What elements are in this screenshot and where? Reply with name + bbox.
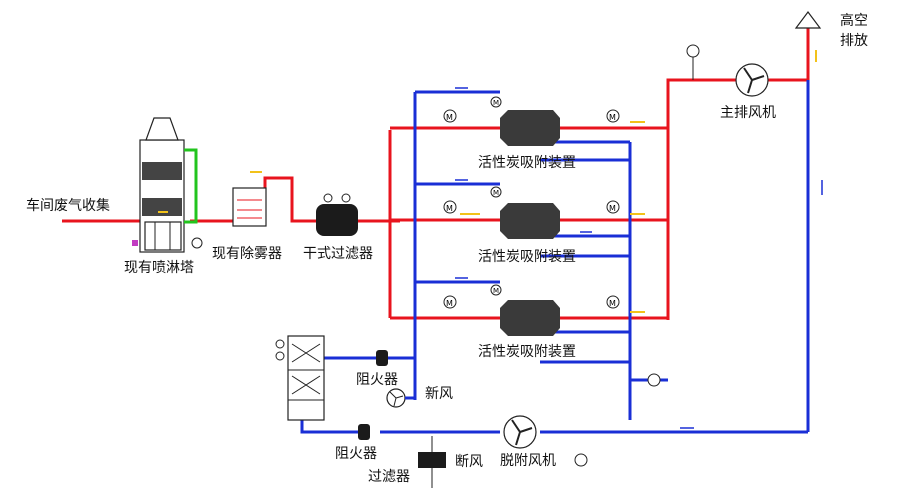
stack-icon xyxy=(794,11,822,29)
high-altitude-label-2: 排放 xyxy=(840,33,868,49)
svg-text:M: M xyxy=(493,287,499,295)
carbon-adsorber-2 xyxy=(500,203,560,239)
workshop-exhaust-label: 车间废气收集 xyxy=(26,197,110,214)
spray-tower xyxy=(132,117,203,253)
svg-text:M: M xyxy=(493,99,499,107)
demister-label: 现有除雾器 xyxy=(212,246,282,262)
carbon-adsorber-3-label: 活性炭吸附装置 xyxy=(478,344,576,360)
dry-filter-label: 干式过滤器 xyxy=(303,246,373,262)
carbon-adsorber-1 xyxy=(500,110,560,146)
svg-text:M: M xyxy=(609,204,616,213)
pressure-gauge-icon xyxy=(647,373,661,387)
spray-tower-label: 现有喷淋塔 xyxy=(124,260,194,276)
cut-off-air-label: 断风 xyxy=(455,454,483,470)
filter-icon xyxy=(418,436,446,488)
motor-valve-icon: M M M M M M M M M xyxy=(443,96,620,309)
svg-text:M: M xyxy=(609,299,616,308)
carbon-adsorber-3 xyxy=(500,300,560,336)
dry-filter xyxy=(316,193,358,236)
heat-exchanger xyxy=(275,335,325,421)
demister xyxy=(232,187,267,227)
high-altitude-label-1: 高空 xyxy=(840,12,868,29)
main-fan-label: 主排风机 xyxy=(720,105,776,121)
flame-arrester-2-label: 阻火器 xyxy=(335,446,377,462)
fresh-air-fan-icon xyxy=(386,388,415,408)
svg-text:M: M xyxy=(609,113,616,122)
filter-label: 过滤器 xyxy=(368,469,410,485)
flow-arrows xyxy=(158,50,823,429)
desorption-fan-label: 脱附风机 xyxy=(500,453,556,469)
main-fan-icon xyxy=(686,44,769,97)
svg-text:M: M xyxy=(493,189,499,197)
desorption-fan-icon xyxy=(503,415,588,467)
svg-text:M: M xyxy=(446,299,453,308)
exhaust-piping xyxy=(62,28,810,320)
svg-text:M: M xyxy=(446,204,453,213)
desorption-piping xyxy=(300,80,810,434)
flame-arrester-icon xyxy=(358,350,388,440)
carbon-adsorber-1-label: 活性炭吸附装置 xyxy=(478,155,576,171)
fresh-air-label: 新风 xyxy=(425,386,453,402)
carbon-adsorber-2-label: 活性炭吸附装置 xyxy=(478,249,576,265)
svg-text:M: M xyxy=(446,113,453,122)
flame-arrester-1-label: 阻火器 xyxy=(356,372,398,388)
